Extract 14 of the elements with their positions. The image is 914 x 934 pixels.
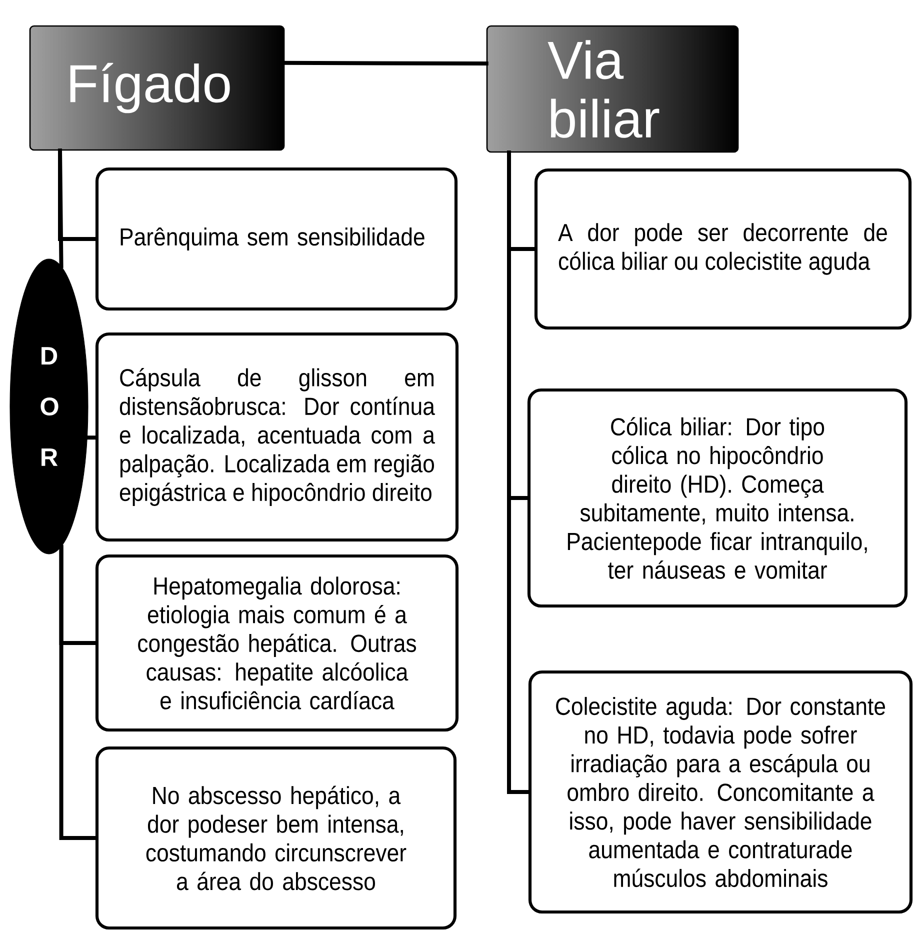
title-box: Via biliar: [486, 25, 739, 153]
title-box: Fígado: [29, 25, 285, 151]
text-box: A dor pode ser decorrente de cólica biliar ou colecistite aguda: [534, 168, 912, 330]
text-box: No abscesso hepático, a dor podeser bem intensa, costumando circunscrever a área do abscesso: [95, 746, 457, 930]
connector-line: [85, 436, 98, 440]
text-box: Colecistite aguda: Dor constante no HD, todavia pode sofrer irradiação para a escápula ou ombro direito. Concomitante a isso, pode haver sensibilidade aumentada e contraturade músculos abdominais: [528, 670, 913, 914]
text-box: Parênquima sem sensibilidade: [95, 167, 458, 311]
connector-line: [58, 148, 64, 268]
connector-line: [507, 150, 530, 794]
text-box: Cápsula de glisson em distensãobrusca: Dor contínua e localizada, acentuada com a palpação. Localizada em região epigástrica e hipocôndrio direito: [95, 332, 459, 542]
text-box: Hepatomegalia dolorosa: etiologia mais comum é a congestão hepática. Outras causas: hepatite alcóolica e insuficiência cardíaca: [95, 554, 459, 732]
connector-line: [59, 544, 98, 840]
text-box: Cólica biliar: Dor tipo cólica no hipocôndrio direito (HD). Começa subitamente, muito intensa. Pacientepode ficar intranquilo, ter náuseas e vomitar: [527, 388, 908, 608]
connector-line: [282, 60, 488, 66]
